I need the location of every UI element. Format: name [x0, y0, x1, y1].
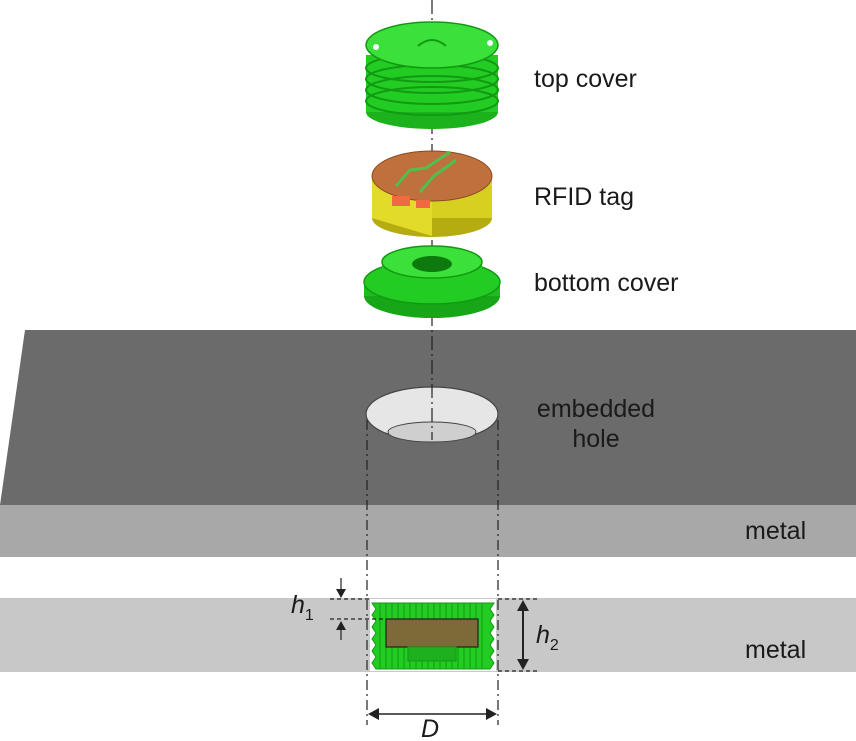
embedded-hole-label-line1: embedded: [536, 395, 656, 423]
embedded-tag-section: [370, 599, 496, 671]
h1-symbol: h: [291, 591, 305, 619]
h1-label: h1: [291, 590, 314, 624]
h2-dimension: [498, 598, 540, 672]
h1-dimension: [330, 578, 386, 640]
h2-subscript: 2: [549, 637, 559, 654]
top-cover-label: top cover: [534, 65, 637, 93]
metal-plate-side-face: [0, 505, 856, 557]
h2-label: h2: [536, 620, 559, 654]
d-label: D: [421, 715, 440, 741]
embedded-hole-label: embedded hole: [534, 394, 658, 454]
h2-symbol: h: [536, 621, 550, 649]
h1-subscript: 1: [304, 607, 314, 624]
bottom-cover-part: [363, 245, 501, 318]
metal-lower-label: metal: [745, 636, 807, 664]
metal-upper-label: metal: [745, 517, 807, 545]
d-dimension: [368, 708, 497, 720]
embedded-hole-label-line2: hole: [572, 425, 620, 453]
rfid-tag-label: RFID tag: [534, 183, 635, 211]
top-cover-part: [365, 21, 499, 129]
bottom-cover-label: bottom cover: [534, 269, 679, 297]
rfid-tag-part: [371, 150, 493, 237]
